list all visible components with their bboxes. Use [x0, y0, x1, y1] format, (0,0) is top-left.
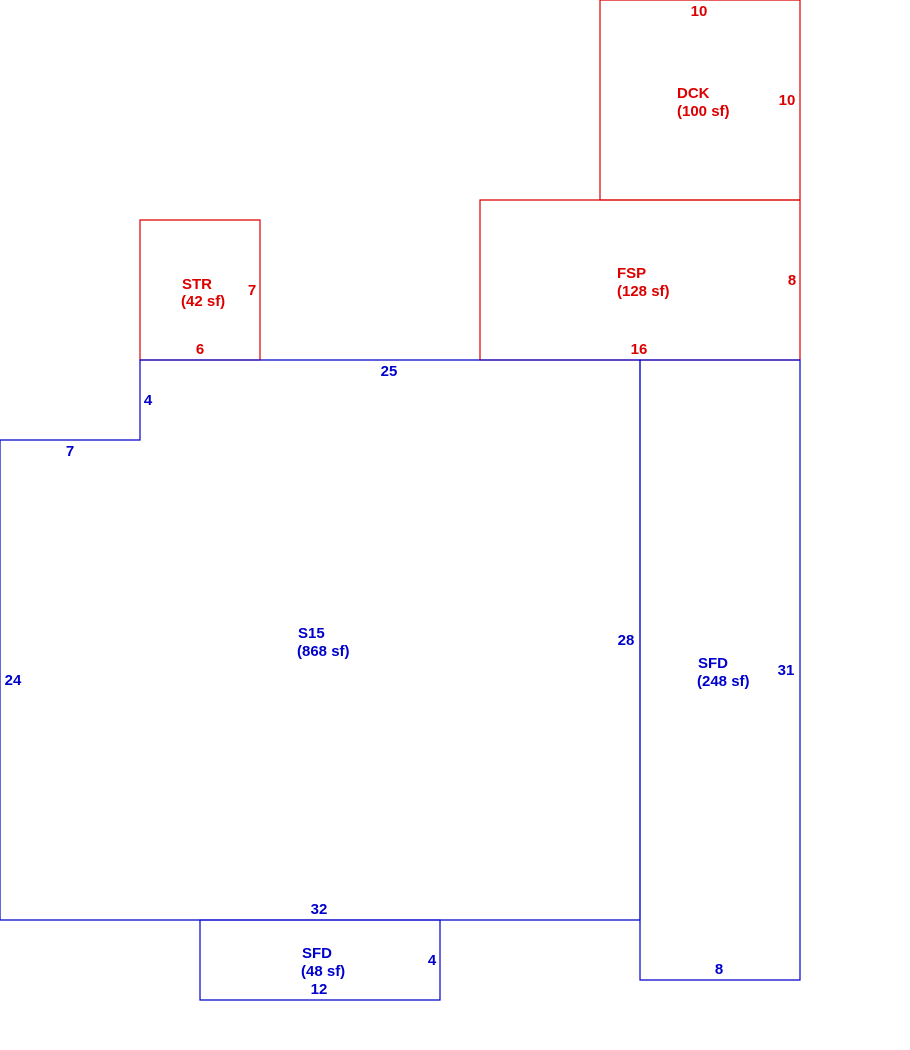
area-s15: 25 4 7 24 28 32 S15 (868 sf) [0, 359, 641, 921]
area-str: 7 6 STR (42 sf) [139, 219, 261, 361]
sfd-bottom-code: SFD [302, 945, 332, 962]
dck-code: DCK [677, 85, 710, 102]
s15-dim-step-vertical: 4 [144, 392, 153, 409]
sfd-bottom-outline [199, 919, 441, 1001]
area-dck: 10 10 DCK (100 sf) [599, 0, 801, 201]
sfd-right-dim-right: 31 [778, 662, 795, 679]
str-dim-right: 7 [248, 282, 256, 299]
s15-dim-top: 25 [381, 363, 398, 380]
str-area: (42 sf) [181, 293, 225, 310]
dck-dim-right: 10 [779, 92, 796, 109]
s15-dim-right: 28 [618, 632, 635, 649]
sfd-right-code: SFD [698, 655, 728, 672]
s15-dim-left: 24 [5, 672, 22, 689]
area-fsp: 8 16 FSP (128 sf) [479, 199, 801, 361]
sfd-bottom-dim-right: 4 [428, 952, 437, 969]
sfd-right-area: (248 sf) [697, 673, 750, 690]
fsp-code: FSP [617, 265, 646, 282]
area-sfd-right: 31 8 SFD (248 sf) [639, 359, 801, 981]
str-code: STR [182, 276, 212, 293]
s15-dim-step-horizontal: 7 [66, 443, 74, 460]
area-sfd-bottom: 4 12 SFD (48 sf) [199, 919, 441, 1001]
sfd-right-dim-bottom: 8 [715, 961, 723, 978]
fsp-dim-bottom: 16 [631, 341, 648, 358]
s15-area: (868 sf) [297, 643, 350, 660]
str-dim-bottom: 6 [196, 341, 204, 358]
s15-dim-bottom: 32 [311, 901, 328, 918]
dck-dim-top: 10 [691, 3, 708, 20]
sfd-bottom-dim-bottom: 12 [311, 981, 328, 998]
fsp-dim-right: 8 [788, 272, 796, 289]
sfd-bottom-area: (48 sf) [301, 963, 345, 980]
fsp-area: (128 sf) [617, 283, 670, 300]
s15-code: S15 [298, 625, 325, 642]
dck-area: (100 sf) [677, 103, 730, 120]
sfd-right-outline [639, 359, 801, 981]
